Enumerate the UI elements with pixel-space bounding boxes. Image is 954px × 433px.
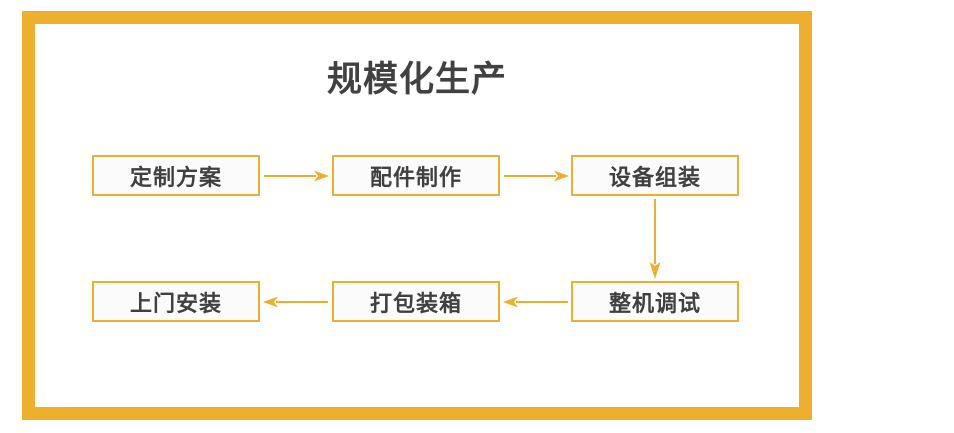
flow-node-packing-crating[interactable]: 打包装箱 [332,281,500,322]
flow-node-machine-commissioning[interactable]: 整机调试 [571,281,739,322]
page-title: 规模化生产 [326,60,507,100]
flow-node-parts-fabrication[interactable]: 配件制作 [332,155,500,196]
flow-node-onsite-installation[interactable]: 上门安装 [92,281,260,322]
flow-node-custom-plan[interactable]: 定制方案 [92,155,260,196]
arrow-right-icon-2 [504,170,569,182]
flow-node-equipment-assembly[interactable]: 设备组装 [571,155,739,196]
arrow-left-icon-2 [263,296,328,308]
arrow-down-icon [649,199,661,279]
arrow-right-icon-1 [264,170,329,182]
outer-frame [22,11,812,420]
arrow-left-icon-1 [503,296,568,308]
